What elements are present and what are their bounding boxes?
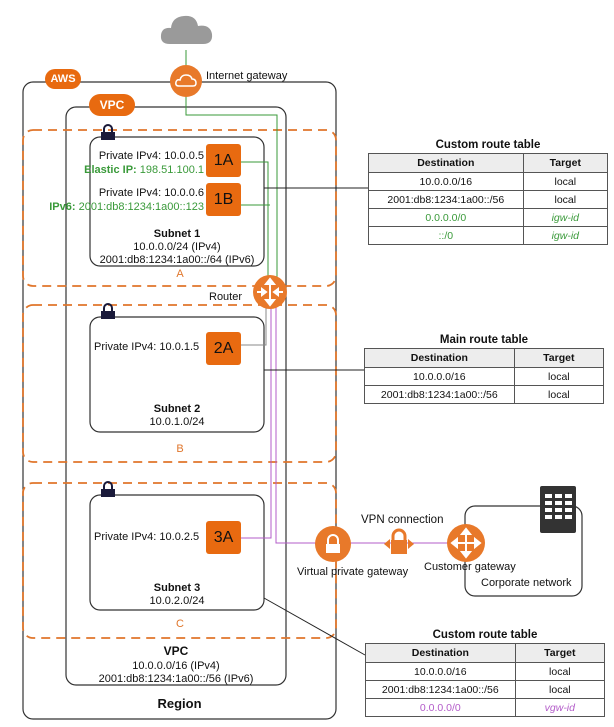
vpc-ipv6: 2001:db8:1234:1a00::/56 (IPv6): [98, 673, 254, 685]
destination-cell: 0.0.0.0/0: [368, 208, 524, 227]
lock-icon-subnet-2: [101, 303, 115, 319]
customer-gateway-label: Customer gateway: [424, 561, 516, 573]
destination-cell: 2001:db8:1234:1a00::/56: [364, 385, 515, 404]
destination-cell: 10.0.0.0/16: [368, 172, 524, 191]
instance-3a[interactable]: 3A: [206, 521, 241, 554]
destination-cell: 10.0.0.0/16: [364, 367, 515, 386]
zone-c-label: C: [176, 618, 184, 630]
virtual-private-gateway-label: Virtual private gateway: [297, 566, 409, 578]
route-table-2-title: Main route table: [439, 334, 529, 346]
route-table-1-title: Custom route table: [435, 139, 541, 151]
lock-icon-subnet-3: [101, 481, 115, 497]
vpn-connection-label: VPN connection: [361, 514, 444, 526]
customer-gateway-icon[interactable]: [447, 524, 485, 562]
router-label: Router: [209, 291, 243, 303]
instance-1a-private-ip: Private IPv4: 10.0.0.5: [98, 150, 204, 162]
destination-cell: 2001:db8:1234:1a00::/56: [368, 190, 524, 209]
vpc-box: [65, 106, 287, 686]
zone-a-label: A: [176, 268, 184, 280]
column-header-destination: Destination: [365, 643, 516, 663]
instance-1a[interactable]: 1A: [206, 144, 241, 177]
instance-1b-private-ip: Private IPv4: 10.0.0.6: [98, 187, 204, 199]
instance-2a-private-ip: Private IPv4: 10.0.1.5: [94, 341, 200, 353]
target-cell: vgw-id: [514, 698, 606, 717]
igw-route-1a: [241, 161, 269, 290]
subnet-1-ipv6: 2001:db8:1234:1a00::/64 (IPv6): [99, 254, 255, 266]
column-header-destination: Destination: [364, 348, 515, 368]
vpc-title: VPC: [163, 644, 189, 658]
vpc-ipv4: 10.0.0.0/16 (IPv4): [132, 660, 220, 672]
region-label: Region: [157, 696, 202, 711]
internet-gateway-label: Internet gateway: [206, 70, 288, 82]
destination-cell: 10.0.0.0/16: [365, 662, 516, 681]
ipv6-label: IPv6:: [49, 201, 76, 213]
subnet-1-ipv4: 10.0.0.0/24 (IPv4): [133, 241, 221, 253]
corporate-building-icon: [540, 486, 576, 533]
target-cell: igw-id: [522, 208, 609, 227]
target-cell: local: [513, 367, 605, 386]
local-route-2a: [241, 305, 267, 346]
vpn-connection-icon[interactable]: [383, 528, 415, 558]
destination-cell: ::/0: [368, 226, 524, 245]
zone-b-label: B: [176, 443, 184, 455]
target-cell: igw-id: [522, 226, 609, 245]
router-icon[interactable]: [253, 275, 287, 309]
availability-zone-a: [22, 129, 337, 287]
column-header-target: Target: [522, 153, 609, 173]
target-cell: local: [514, 680, 606, 699]
elastic-ip-value: 198.51.100.1: [139, 164, 204, 176]
instance-1a-elastic-ip: Elastic IP: 198.51.100.1: [72, 164, 204, 177]
instance-3a-private-ip: Private IPv4: 10.0.2.5: [94, 531, 200, 543]
subnet-3-name: Subnet 3: [153, 582, 201, 594]
availability-zone-b: [22, 304, 337, 463]
target-cell: local: [522, 172, 609, 191]
internet-cloud-icon: [160, 15, 213, 44]
vgw-route-3a: [241, 305, 272, 539]
subnet-2-name: Subnet 2: [153, 403, 201, 415]
instance-1b[interactable]: 1B: [206, 183, 241, 216]
elastic-ip-label: Elastic IP:: [84, 164, 137, 176]
lock-icon-subnet-1: [101, 124, 115, 140]
route-table-3-title: Custom route table: [432, 629, 538, 641]
target-cell: local: [513, 385, 605, 404]
instance-1b-ipv6: IPv6: 2001:db8:1234:1a00::123: [20, 201, 204, 214]
internet-gateway-icon[interactable]: [170, 65, 202, 97]
column-header-target: Target: [513, 348, 605, 368]
destination-cell: 2001:db8:1234:1a00::/56: [365, 680, 516, 699]
ipv6-value: 2001:db8:1234:1a00::123: [78, 201, 204, 213]
target-cell: local: [514, 662, 606, 681]
virtual-private-gateway-icon[interactable]: [315, 526, 351, 562]
target-cell: local: [522, 190, 609, 209]
vpc-badge: VPC: [89, 94, 135, 116]
column-header-destination: Destination: [368, 153, 524, 173]
corporate-network-label: Corporate network: [481, 577, 572, 589]
subnet-1-name: Subnet 1: [153, 228, 201, 240]
subnet-3-ipv4: 10.0.2.0/24: [149, 595, 205, 607]
instance-2a[interactable]: 2A: [206, 332, 241, 365]
subnet-2-ipv4: 10.0.1.0/24: [149, 416, 205, 428]
column-header-target: Target: [514, 643, 606, 663]
subnet-3-rt-link: [263, 597, 366, 656]
destination-cell: 0.0.0.0/0: [365, 698, 516, 717]
aws-badge: AWS: [45, 69, 81, 89]
